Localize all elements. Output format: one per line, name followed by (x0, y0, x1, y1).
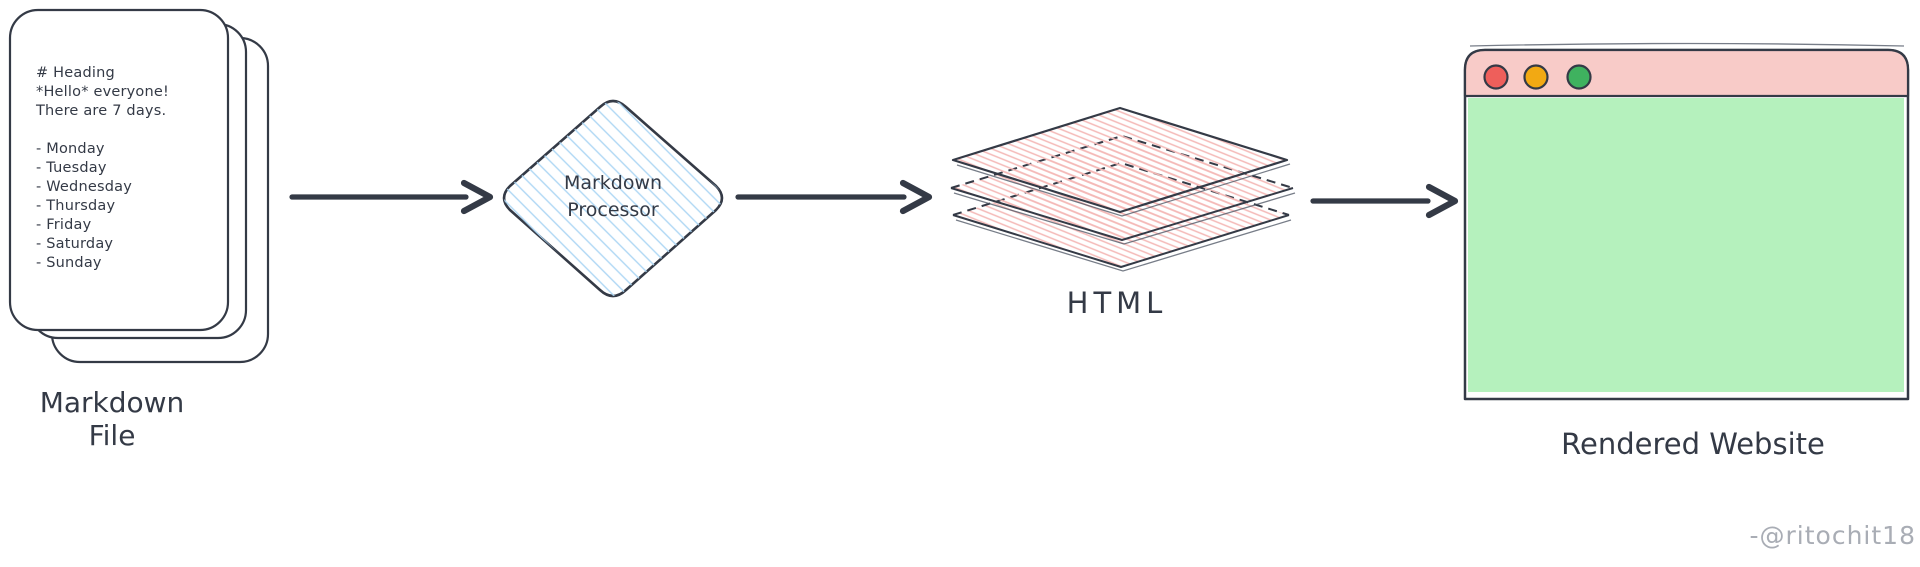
minimize-icon (1523, 64, 1549, 90)
rendered-website-label: Rendered Website (1561, 427, 1825, 461)
processor-diamond (502, 99, 724, 298)
processor-label: Markdown Processor (563, 172, 663, 221)
html-label: HTML (1066, 286, 1168, 320)
markdown-file-content: # Heading *Hello* everyone! There are 7 … (36, 65, 170, 271)
html-layer-top (951, 106, 1291, 217)
signature: -@ritochit18 (1749, 521, 1916, 550)
markdown-file-pages (8, 8, 270, 364)
arrow-html-to-website (1310, 183, 1459, 219)
browser-content-area (1468, 98, 1904, 392)
html-layer-stack (950, 106, 1296, 272)
markdown-file-label: Markdown File (39, 386, 185, 452)
maximize-icon (1566, 64, 1592, 90)
browser-window (1463, 42, 1910, 401)
close-icon (1483, 64, 1509, 90)
arrow-processor-to-html (735, 179, 933, 215)
arrow-file-to-processor (289, 179, 494, 215)
